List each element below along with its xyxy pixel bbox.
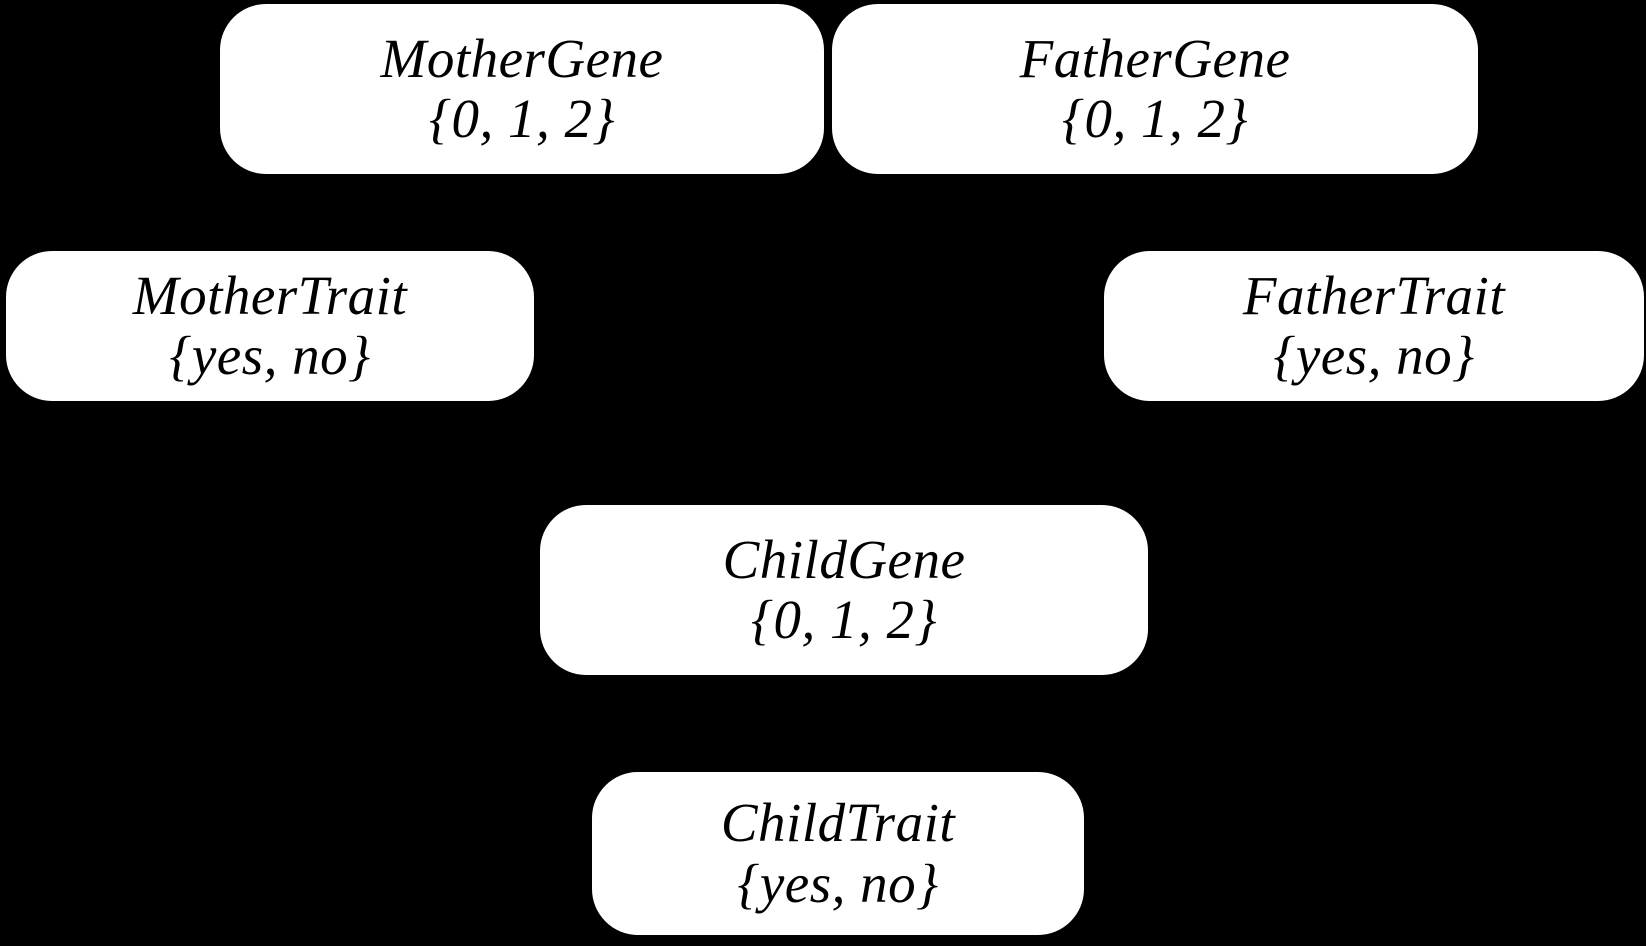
node-father-trait-label: FatherTrait	[1242, 264, 1506, 326]
node-father-gene[interactable]: FatherGene {0, 1, 2}	[832, 4, 1478, 174]
node-father-trait[interactable]: FatherTrait {yes, no}	[1104, 251, 1644, 401]
node-mother-gene-domain: {0, 1, 2}	[429, 88, 615, 149]
node-child-gene-label: ChildGene	[722, 528, 966, 590]
node-child-trait[interactable]: ChildTrait {yes, no}	[592, 772, 1084, 935]
node-father-gene-domain: {0, 1, 2}	[1062, 88, 1248, 149]
node-child-trait-label: ChildTrait	[720, 792, 956, 854]
node-child-trait-domain: {yes, no}	[737, 852, 939, 914]
node-mother-trait-label: MotherTrait	[132, 264, 408, 326]
node-mother-gene[interactable]: MotherGene {0, 1, 2}	[220, 4, 824, 174]
node-father-gene-label: FatherGene	[1019, 27, 1291, 89]
node-mother-trait[interactable]: MotherTrait {yes, no}	[6, 251, 534, 401]
node-mother-gene-label: MotherGene	[380, 27, 664, 89]
node-child-gene[interactable]: ChildGene {0, 1, 2}	[540, 505, 1148, 675]
node-child-gene-domain: {0, 1, 2}	[751, 589, 937, 650]
node-father-trait-domain: {yes, no}	[1273, 325, 1475, 386]
node-mother-trait-domain: {yes, no}	[169, 325, 371, 386]
